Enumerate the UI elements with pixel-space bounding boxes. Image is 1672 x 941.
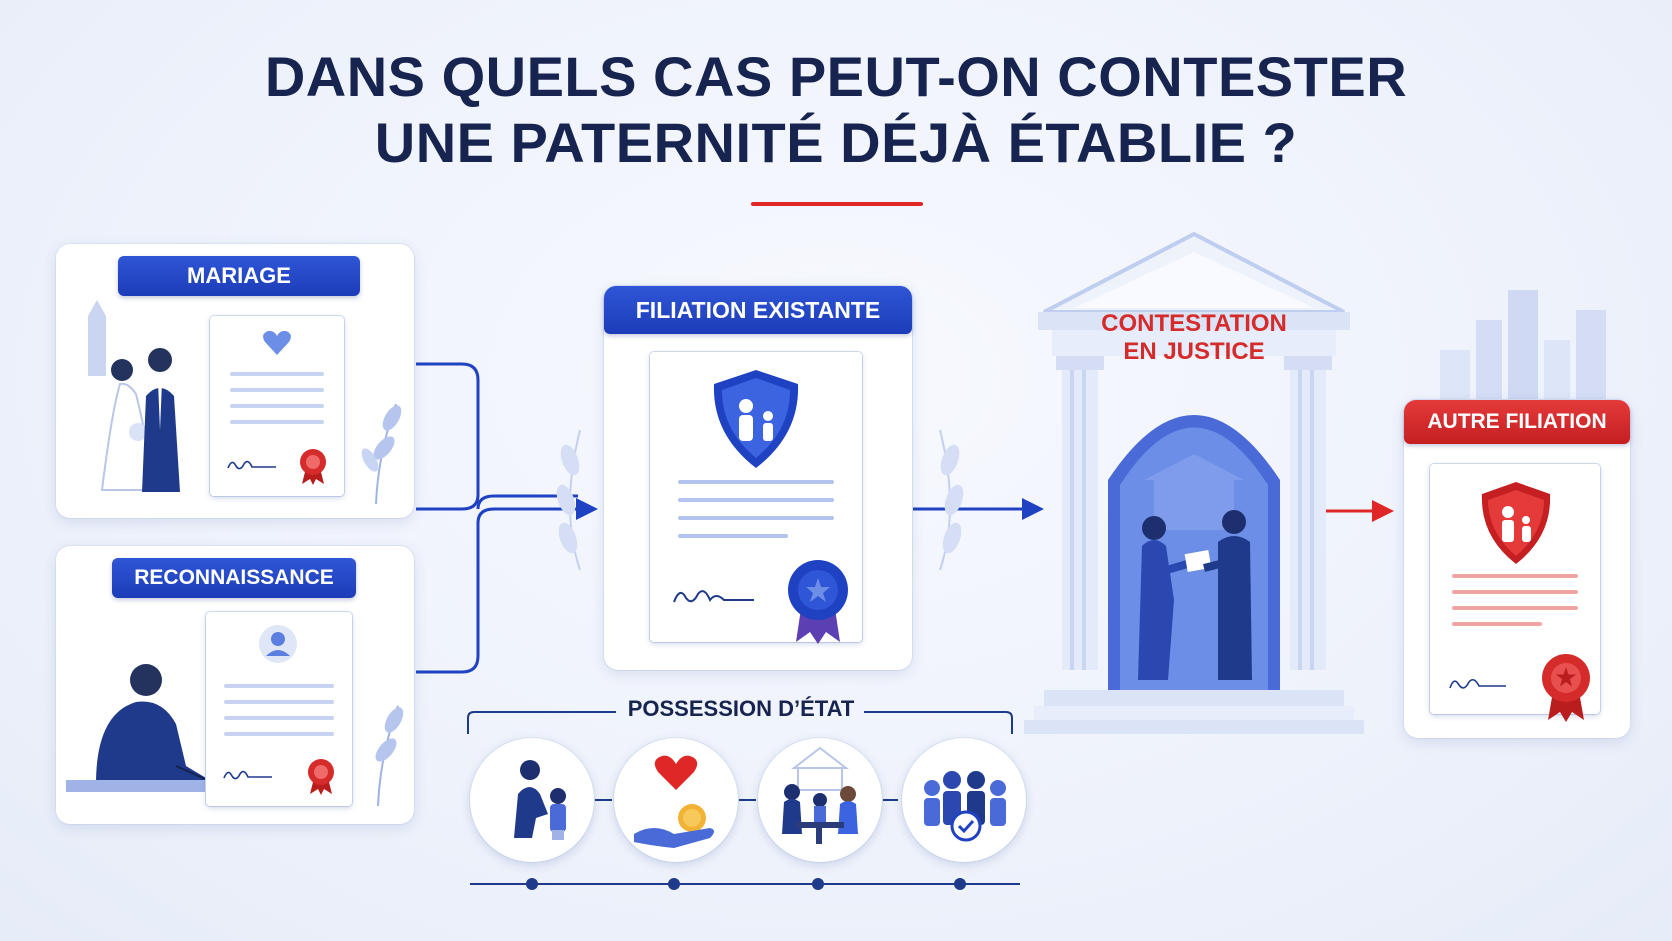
marriage-certificate [210, 316, 344, 496]
seal-icon [1542, 654, 1590, 722]
contestation-label: CONTESTATION EN JUSTICE [1092, 310, 1296, 366]
courthouse-illustration [1024, 231, 1364, 734]
signature-icon [1449, 678, 1506, 689]
filiation-existante-card [604, 286, 912, 670]
filiation-certificate [650, 352, 862, 644]
family-shield-icon [1481, 482, 1551, 564]
family-table-icon [782, 746, 858, 844]
city-skyline-decoration [1440, 290, 1606, 420]
possession-item-2 [614, 738, 738, 862]
autre-filiation-tag: AUTRE FILIATION [1404, 400, 1630, 444]
page-title: DANS QUELS CAS PEUT-ON CONTESTER UNE PAT… [0, 44, 1672, 176]
signature-icon [223, 770, 272, 780]
leaf-decoration [375, 705, 404, 807]
recognition-document [206, 612, 352, 806]
possession-timeline [470, 878, 1020, 890]
possession-connectors [594, 799, 898, 801]
possession-item-1 [470, 738, 594, 862]
signing-person-illustration [66, 664, 216, 792]
laurel-decoration [939, 429, 964, 571]
seal-icon [300, 449, 326, 485]
heart-euro-hand-icon [634, 755, 714, 848]
ribbon-seal-icon [788, 560, 848, 644]
reconnaissance-tag: RECONNAISSANCE [112, 558, 356, 598]
contestation-line-1: CONTESTATION [1101, 310, 1287, 337]
title-line-2: UNE PATERNITÉ DÉJÀ ÉTABLIE ? [374, 111, 1298, 174]
leaf-decoration [361, 403, 402, 505]
possession-etat-label: POSSESSION D’ÉTAT [627, 696, 855, 721]
title-underline [751, 202, 923, 206]
community-check-icon [924, 771, 1006, 842]
parent-child-icon [514, 760, 566, 840]
autre-filiation-card [1404, 400, 1630, 738]
heart-icon [263, 330, 291, 355]
filiation-existante-tag: FILIATION EXISTANTE [604, 286, 912, 334]
possession-item-4 [902, 738, 1026, 862]
mariage-tag: MARIAGE [118, 256, 360, 296]
contestation-line-2: EN JUSTICE [1123, 338, 1265, 365]
family-shield-icon [713, 370, 799, 468]
laurel-decoration [556, 429, 581, 571]
seal-icon [308, 759, 334, 795]
couple-illustration [88, 300, 180, 492]
person-icon [259, 625, 297, 663]
possession-bracket [467, 711, 1013, 734]
signature-icon [227, 460, 276, 470]
new-filiation-certificate [1430, 464, 1600, 722]
possession-item-3 [758, 738, 882, 862]
title-line-1: DANS QUELS CAS PEUT-ON CONTESTER [264, 45, 1408, 108]
signature-icon [673, 590, 754, 603]
